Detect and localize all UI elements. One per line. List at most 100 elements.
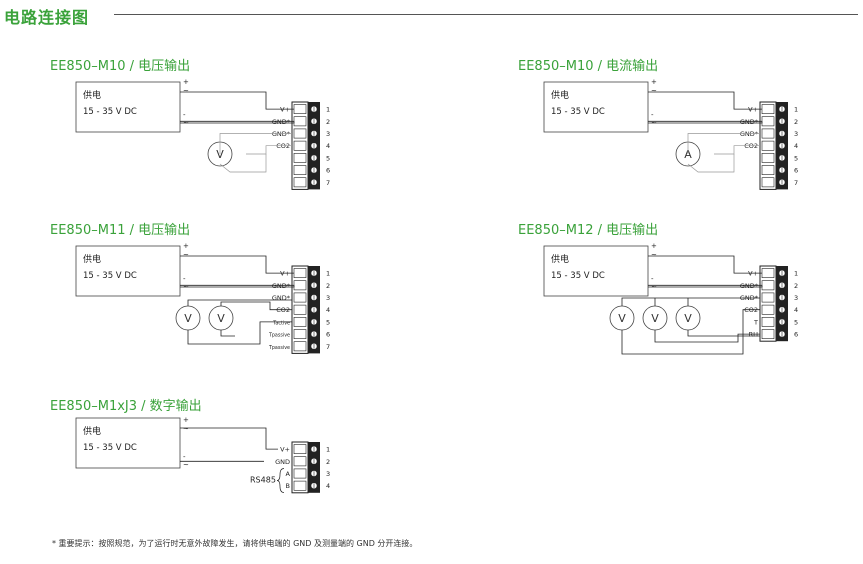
terminal-slot [761,329,775,339]
terminal-slot [293,329,307,339]
terminal-number: 3 [326,294,330,302]
terminal-label: V+ [280,106,290,114]
terminal-label: GND* [740,282,759,290]
terminal-label: V+ [748,270,758,278]
terminal-number: 4 [794,306,798,314]
terminal-label: B [286,482,290,490]
terminal-slot [761,116,775,127]
terminal-label: GND* [740,130,759,138]
terminal-number: 3 [794,130,798,138]
terminal-number: 7 [326,179,330,187]
supply-box [543,245,649,297]
supply-label: 供电 [83,425,101,437]
terminal-number: 1 [326,106,330,114]
wire-meter-signal [714,145,760,155]
supply-voltage: 15 - 35 V DC [551,107,605,117]
supply-voltage: 15 - 35 V DC [83,107,137,117]
terminal-slot [761,165,775,175]
terminal-number: 5 [794,154,798,162]
supply-plus-tilde: ~ [651,251,657,259]
supply-plus: + [183,78,189,86]
wire-meter-signal [246,145,292,155]
terminal-number: 6 [326,331,330,339]
terminal-number: 4 [326,482,330,490]
terminal-number: 5 [794,318,798,326]
supply-plus-tilde: ~ [183,425,189,433]
terminal-block-body [308,442,320,493]
wire-supply-minus-stub [648,285,763,288]
terminal-slot [293,456,307,467]
terminal-slot [293,268,307,278]
supply-box [543,81,649,133]
supply-minus-tilde: ~ [183,461,189,469]
page-title: 电路连接图 [4,8,90,27]
terminal-slot [293,128,307,139]
terminal-label: GND* [272,118,291,126]
terminal-label: Tactive [272,320,290,326]
terminal-number: 1 [794,106,798,114]
wire-meter-loop [687,154,735,173]
section-title-m10-current: EE850–M10 / 电流输出 [518,59,659,74]
terminal-label: Tpassive [268,345,290,351]
supply-voltage: 15 - 35 V DC [551,271,605,281]
terminal-number: 6 [794,331,798,339]
terminal-number: 2 [326,282,330,290]
section-title-m12-voltage: EE850–M12 / 电压输出 [518,223,659,238]
supply-box [75,417,181,469]
bus-brace [276,468,285,493]
terminal-label: GND* [740,118,759,126]
terminal-slot [293,280,307,291]
terminal-label: V+ [748,106,758,114]
terminal-block-body [776,266,788,342]
supply-label: 供电 [551,89,569,101]
supply-minus: - [651,111,654,119]
terminal-number: 2 [326,458,330,466]
terminal-slot [761,304,775,315]
terminal-slot [293,317,307,327]
terminal-slot [293,480,307,491]
wire-m3-t [687,321,761,337]
terminal-slot [293,165,307,175]
terminal-slot [761,317,775,327]
terminal-label: CO2 [744,142,758,150]
supply-label: 供电 [83,253,101,265]
supply-label: 供电 [83,89,101,101]
terminal-slot [293,104,307,114]
terminal-label: GND* [272,130,291,138]
terminal-number: 5 [326,318,330,326]
terminal-label: Tpassive [268,333,290,339]
wire-m1-t [187,321,292,345]
supply-minus: - [183,275,186,283]
terminal-number: 1 [326,270,330,278]
terminal-label: A [286,470,291,478]
terminal-number: 6 [326,167,330,175]
terminal-slot [293,468,307,479]
terminal-slot [293,444,307,454]
terminal-number: 3 [326,470,330,478]
section-title-m10-voltage: EE850–M10 / 电压输出 [50,59,191,74]
supply-minus: - [183,111,186,119]
supply-box [75,81,181,133]
terminal-slot [293,304,307,315]
wire-meter-gnd [219,133,292,154]
wire-supply-plus [180,427,278,450]
terminal-label: V+ [280,270,290,278]
wire-m2-stub [220,330,235,337]
terminal-label: RH [749,331,759,339]
supply-plus-tilde: ~ [183,87,189,95]
terminal-number: 5 [326,154,330,162]
wire-meter-gnd [687,133,760,154]
terminal-number: 2 [326,118,330,126]
wire-m1-gnd [621,297,760,306]
terminal-label: V+ [280,446,290,454]
supply-plus-tilde: ~ [183,251,189,259]
terminal-slot [293,292,307,303]
wire-supply-plus [180,255,294,274]
terminal-slot [293,153,307,163]
supply-plus: + [183,242,189,250]
terminal-number: 6 [794,167,798,175]
